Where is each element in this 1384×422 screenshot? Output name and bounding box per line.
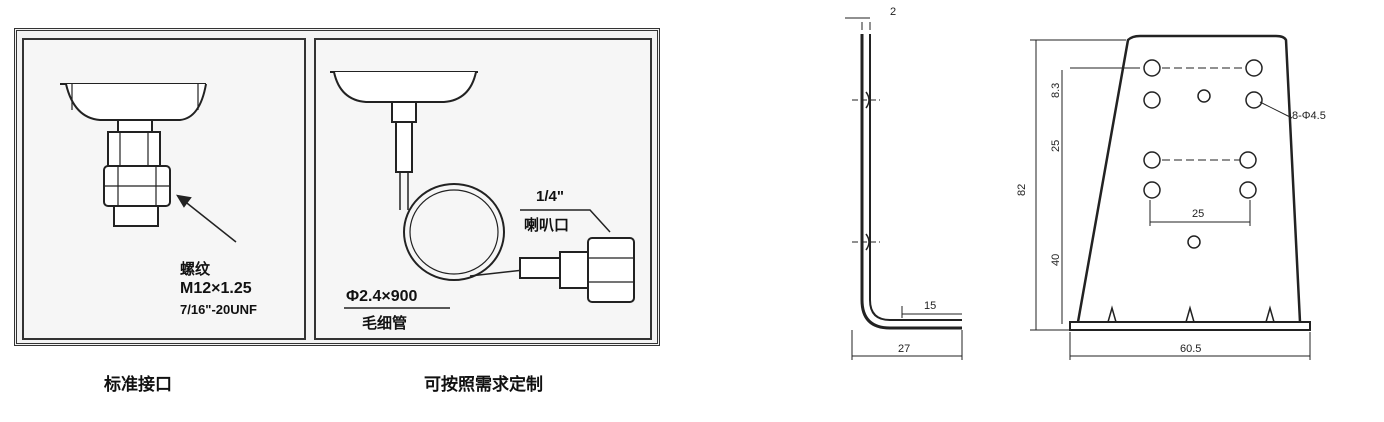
hole-callout: 8-Φ4.5 <box>1292 110 1326 122</box>
custom-fitting-drawing <box>330 71 635 309</box>
flare-label: 喇叭口 <box>524 217 570 234</box>
standard-fitting-drawing <box>60 83 237 243</box>
capillary-label: 毛细管 <box>362 315 408 332</box>
standard-fitting-caption: 标准接口 <box>104 375 172 394</box>
bracket-front-view <box>1030 34 1311 360</box>
bracket-side-view <box>845 17 963 360</box>
dim-bottom: 40 <box>1050 253 1062 266</box>
dim-depth: 27 <box>898 343 911 355</box>
custom-fitting-caption: 可按照需求定制 <box>424 375 543 394</box>
dim-flange: 15 <box>924 300 937 312</box>
dim-base-width: 60.5 <box>1180 343 1202 355</box>
capillary-size: Φ2.4×900 <box>346 288 418 305</box>
flare-size: 1/4" <box>536 188 564 205</box>
dim-hole-spacing: 25 <box>1192 208 1205 220</box>
thread-unf: 7/16"-20UNF <box>180 302 257 317</box>
dim-thickness: 2 <box>890 6 897 18</box>
dim-total-height: 82 <box>1016 183 1028 196</box>
dim-hole-vertical: 25 <box>1050 139 1062 152</box>
thread-label: 螺纹 <box>180 261 211 278</box>
dim-top-offset: 8.3 <box>1050 82 1062 98</box>
thread-metric: M12×1.25 <box>180 280 252 297</box>
